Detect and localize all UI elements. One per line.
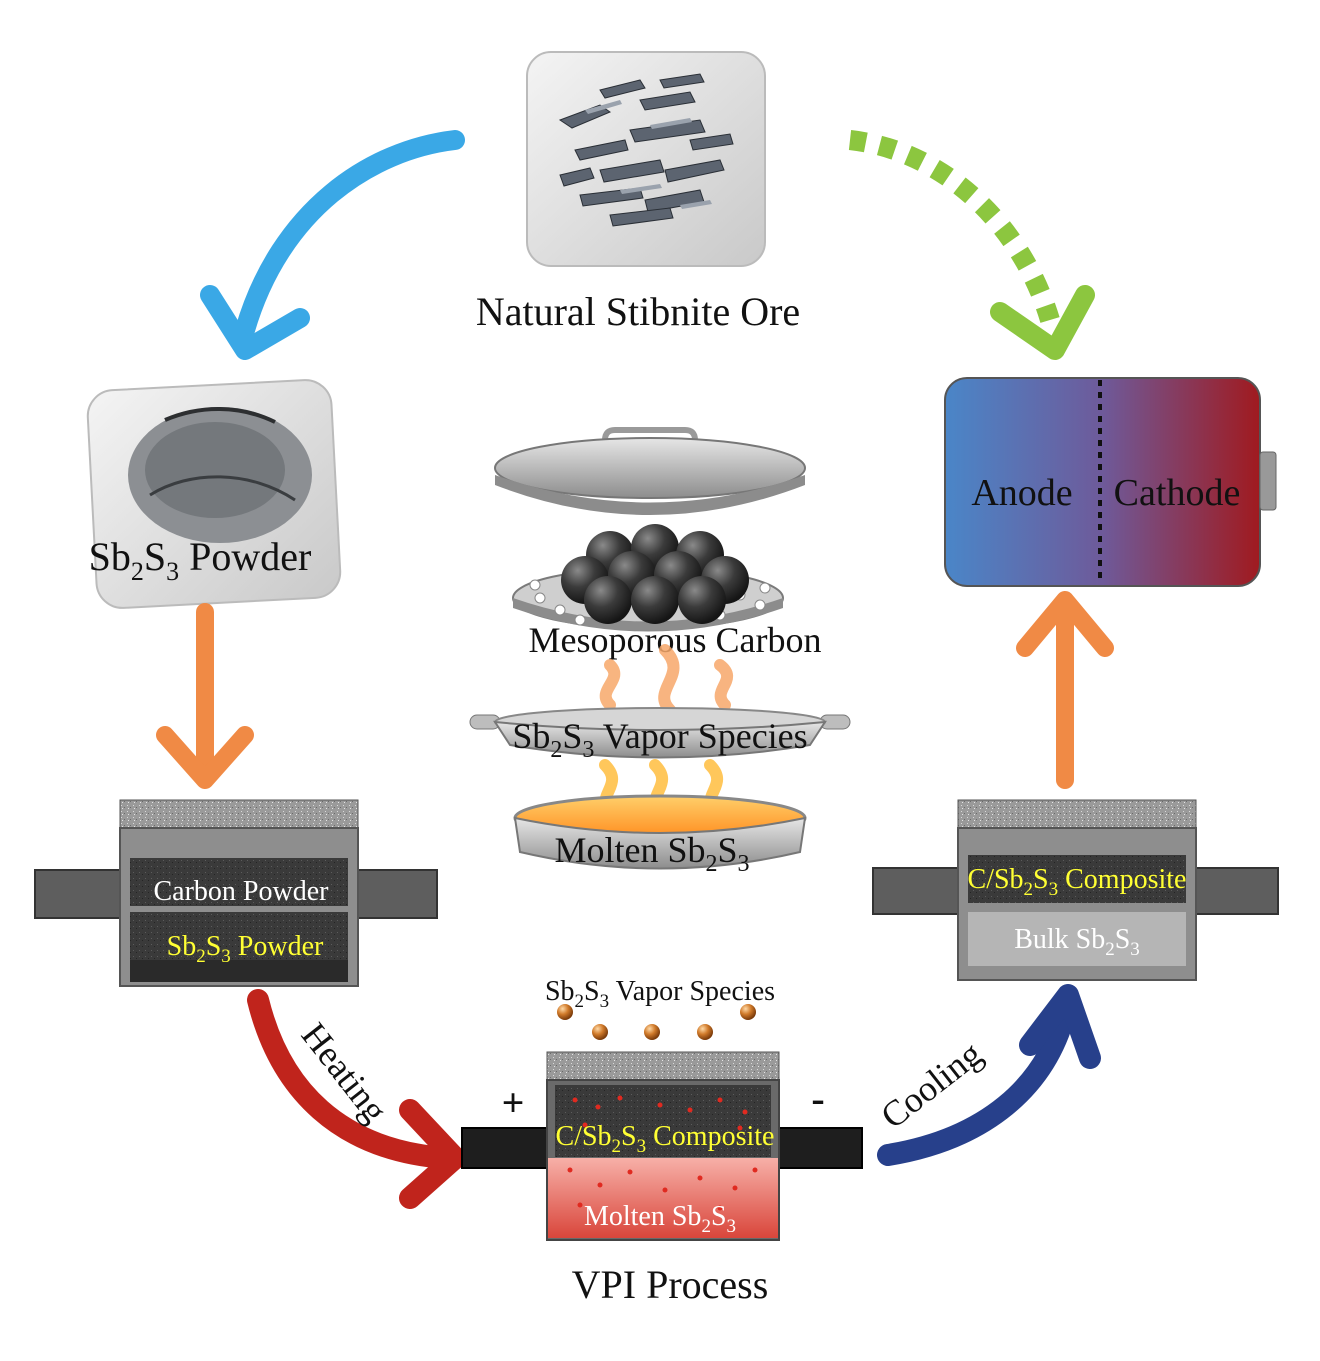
orange-down-arrow	[156, 603, 254, 789]
vapor-species-label: Sb2S3 Vapor Species	[512, 716, 807, 763]
orange-up-arrow	[1016, 591, 1114, 789]
sb2s3-powder-image	[86, 379, 342, 609]
blue-arrow	[200, 130, 465, 360]
vapor-waves-upper	[599, 644, 733, 716]
cathode-label: Cathode	[1114, 472, 1241, 514]
sb2s3-layer-label: Sb2S3 Powder	[167, 931, 324, 967]
battery	[944, 377, 1277, 587]
composite-label-right: C/Sb2S3 Composite	[968, 864, 1187, 900]
molten-pan	[513, 794, 807, 870]
ore-label: Natural Stibnite Ore	[476, 289, 800, 334]
furnace-before	[34, 799, 438, 987]
carbon-powder-label: Carbon Powder	[154, 876, 330, 907]
composite-label-vpi: C/Sb2S3 Composite	[556, 1121, 775, 1157]
anode-label: Anode	[971, 472, 1072, 514]
heating-arrow	[247, 989, 466, 1209]
vpi-process-label: VPI Process	[572, 1262, 769, 1307]
furnace-after	[872, 799, 1279, 981]
vapor-droplets	[557, 1004, 756, 1040]
vpi-furnace	[461, 1051, 863, 1241]
vapor-pan	[469, 707, 851, 759]
carbon-spheres	[561, 524, 749, 624]
green-dashed-arrow	[848, 130, 1095, 360]
minus-sign: -	[811, 1076, 824, 1121]
lid	[494, 427, 806, 515]
molten-label-vpi: Molten Sb2S3	[584, 1201, 736, 1237]
stibnite-ore-image	[526, 51, 766, 267]
plus-sign: +	[502, 1080, 525, 1125]
bulk-label: Bulk Sb2S3	[1014, 924, 1140, 960]
sb2s3-powder-label: Sb2S3 Powder	[89, 534, 312, 586]
vpi-vapor-label: Sb2S3 Vapor Species	[545, 976, 775, 1012]
cooling-arrow	[877, 984, 1101, 1166]
molten-label: Molten Sb2S3	[554, 830, 749, 877]
